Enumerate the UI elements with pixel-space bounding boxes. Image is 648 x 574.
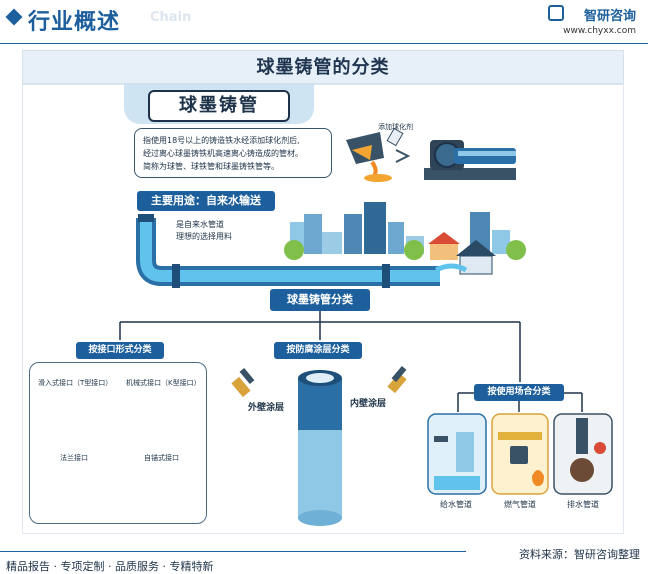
header-watermark-text: Chain <box>150 10 192 25</box>
footer-divider <box>0 551 466 552</box>
nodulizer-label: 添加球化剂 <box>378 123 413 131</box>
coated-pipe-icon <box>298 370 342 526</box>
arrow-icon <box>395 149 411 163</box>
description-line: 简称为球管、球铁管和球墨铸铁管等。 <box>143 162 279 171</box>
data-source: 资料来源：智研咨询整理 <box>519 548 640 561</box>
inner-brush-icon <box>387 365 407 394</box>
water-supply-scene-icon <box>427 413 487 495</box>
inner-coating-label: 内壁涂层 <box>350 399 387 409</box>
nodulizer-bottle-icon <box>386 127 404 147</box>
brand-url: www.chyxx.com <box>563 26 636 36</box>
banner-title: 球墨铸管的分类 <box>22 50 624 84</box>
brand-name: 智研咨询 <box>583 9 636 24</box>
classification-root: 球墨铸管分类 <box>270 289 370 311</box>
k-joint-label: 机械式接口（K型接口） <box>126 379 201 387</box>
by-coating-label: 按防腐涂层分类 <box>274 342 362 359</box>
water-supply-label: 给水管道 <box>440 500 472 509</box>
description-line: 指使用18号以上的铸造铁水经添加球化剂后, <box>143 136 300 145</box>
usage-description: 是自来水管道 理想的选择用料 <box>176 219 232 243</box>
flange-joint-label: 法兰接口 <box>60 454 88 462</box>
header-divider <box>0 43 648 44</box>
connector-lines <box>119 311 583 412</box>
usage-line: 是自来水管道 <box>176 220 224 229</box>
interface-types-box <box>29 362 207 524</box>
description-line: 经过离心球墨铸铁机高速离心铸造成的管材。 <box>143 149 303 158</box>
t-joint-label: 滑入式接口（T型接口） <box>38 379 113 387</box>
outer-coating-label: 外壁涂层 <box>248 403 285 413</box>
by-scene-label: 按使用场合分类 <box>474 384 564 401</box>
by-interface-label: 按接口形式分类 <box>76 342 164 359</box>
brand-logo-icon <box>548 5 564 21</box>
product-title: 球墨铸管 <box>148 90 290 122</box>
city-skyline-icon <box>284 202 526 275</box>
self-anchored-joint-label: 自锚式接口 <box>144 454 179 462</box>
footer-slogan: 精品报告 · 专项定制 · 品质服务 · 专精特新 <box>6 560 214 573</box>
drainage-label: 排水管道 <box>567 500 599 509</box>
centrifugal-machine-icon <box>424 140 516 180</box>
drainage-scene-icon <box>553 413 613 495</box>
gas-pipeline-label: 燃气管道 <box>504 500 536 509</box>
usage-label: 主要用途：自来水输送 <box>137 191 275 211</box>
usage-line: 理想的选择用料 <box>176 232 232 241</box>
section-title: 行业概述 <box>28 10 121 35</box>
ladle-icon <box>346 132 392 182</box>
product-description: 指使用18号以上的铸造铁水经添加球化剂后, 经过离心球墨铸铁机高速离心铸造成的管… <box>134 128 332 178</box>
outer-brush-icon <box>231 367 255 398</box>
water-pipe-icon <box>136 214 468 288</box>
gas-pipeline-scene-icon <box>491 413 549 495</box>
